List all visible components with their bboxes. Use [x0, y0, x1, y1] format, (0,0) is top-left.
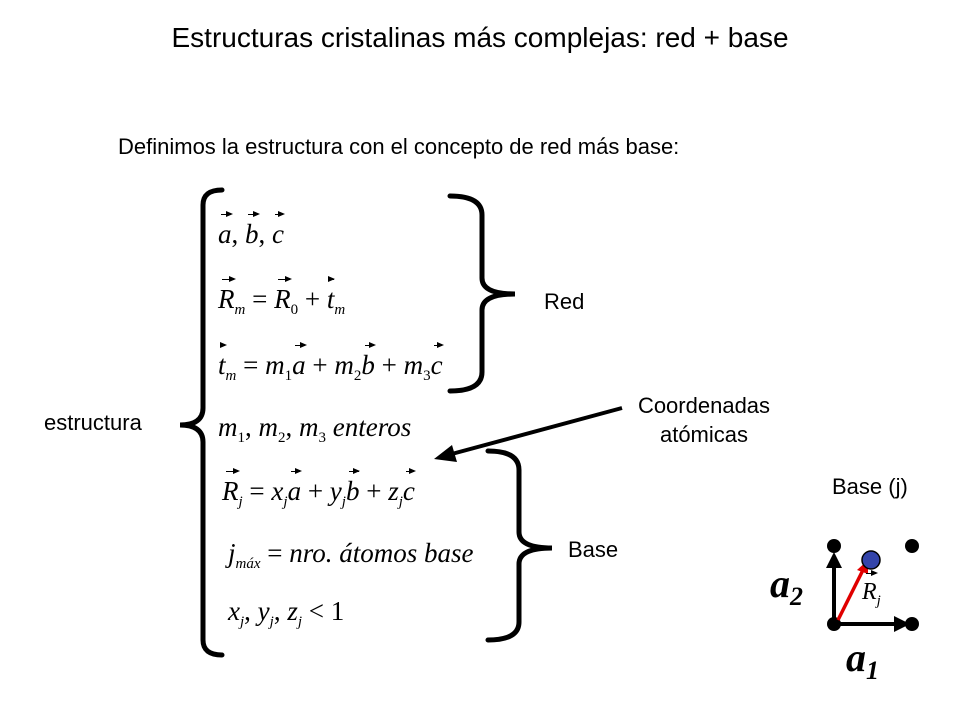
coef-m3: m: [403, 350, 424, 380]
base-bracket: [485, 448, 553, 643]
equation-basis-position: Rj = xja + yjb + zjc: [222, 468, 416, 510]
equation-integers: m1, m2, m3 enteros: [218, 412, 412, 446]
vec-R-j: R: [222, 468, 239, 506]
lattice-point-top-right: [905, 539, 919, 553]
a1-sub: 1: [866, 656, 879, 685]
text-enteros: enteros: [332, 412, 412, 442]
vec-R-0: R: [274, 276, 292, 314]
sub-j: j: [238, 494, 243, 510]
less-than: <: [308, 596, 324, 626]
value-one: 1: [330, 596, 345, 626]
label-coordenadas: Coordenadas atómicas: [604, 392, 804, 449]
coef-z: z: [388, 476, 399, 506]
sub-m-t: m: [334, 302, 346, 318]
red-bracket: [447, 193, 516, 394]
label-base-j: Base (j): [832, 474, 908, 499]
sub-0: 0: [290, 302, 299, 318]
label-base: Base: [568, 537, 619, 562]
coef-y: y: [329, 476, 342, 506]
sub-1: 1: [284, 368, 293, 384]
equation-jmax: jmáx = nro. átomos base: [228, 538, 474, 572]
sub-y: j: [269, 614, 274, 630]
sub-z: j: [297, 614, 302, 630]
lattice-point-top-left: [827, 539, 841, 553]
var-x: x: [228, 596, 240, 626]
vec-a-eq5: a: [287, 468, 302, 506]
base-atom: [861, 550, 881, 570]
sub-2: 2: [353, 368, 362, 384]
coef-m1: m: [265, 350, 285, 380]
slide-title: Estructuras cristalinas más complejas: r…: [171, 22, 789, 53]
sub-m: m: [234, 302, 246, 318]
label-a2: a2: [770, 560, 803, 612]
equation-coordinate-bounds: xj, yj, zj < 1: [228, 596, 345, 630]
equation-lattice-point: Rm = R0 + tm: [218, 276, 346, 318]
a2-arrow-head: [826, 552, 842, 568]
sub-yj: j: [341, 494, 346, 510]
var-z: z: [287, 596, 298, 626]
sub-x: j: [239, 614, 245, 630]
coordenadas-arrow-line: [447, 406, 623, 457]
vec-R-j-diagram: R: [862, 570, 878, 605]
sub-1-eq4: 1: [237, 430, 246, 446]
text-nro-atomos: nro. átomos base: [289, 538, 474, 568]
label-red: Red: [544, 289, 585, 314]
coordenadas-arrow-head: [434, 445, 457, 462]
int-m3: m: [299, 412, 319, 442]
int-m1: m: [218, 412, 238, 442]
lattice-point-bottom-right: [905, 617, 919, 631]
rj-arrow-line: [836, 569, 865, 621]
sub-3-eq4: 3: [318, 430, 327, 446]
label-coordenadas-line1: Coordenadas: [637, 393, 771, 418]
j: j: [228, 538, 236, 568]
sub-2-eq4: 2: [278, 430, 286, 446]
lattice-point-origin: [827, 617, 841, 631]
vec-R-m: R: [218, 276, 235, 314]
coef-m2: m: [334, 350, 354, 380]
a1-letter: a: [846, 635, 866, 680]
vec-b: b: [245, 211, 259, 249]
vec-c-eq3: c: [430, 342, 444, 380]
slide-subtitle: Definimos la estructura con el concepto …: [118, 134, 680, 159]
coef-x: x: [271, 476, 284, 506]
int-m2: m: [258, 412, 279, 442]
label-estructura: estructura: [44, 410, 142, 435]
estructura-bracket: [179, 187, 225, 658]
vec-a-eq3: a: [292, 342, 307, 380]
sub-3: 3: [423, 368, 431, 384]
sub-j-diagram: j: [876, 593, 881, 609]
sub-m-lhs: m: [225, 368, 237, 384]
vec-c: c: [272, 211, 285, 249]
vec-b-eq3: b: [361, 342, 376, 380]
a1-arrow-head: [894, 616, 910, 632]
vec-a: a: [218, 211, 232, 249]
sub-max: máx: [235, 556, 261, 572]
a2-letter: a: [770, 561, 790, 606]
label-Rj: Rj: [862, 570, 881, 609]
vec-c-eq5: c: [402, 468, 416, 506]
sub-xj: j: [283, 494, 288, 510]
vec-t-m: t: [326, 276, 335, 314]
a2-sub: 2: [790, 582, 803, 611]
label-coordenadas-line2: atómicas: [659, 421, 749, 447]
sub-zj: j: [398, 494, 403, 510]
label-a1: a1: [846, 634, 879, 686]
vec-t-m-lhs: t: [218, 342, 227, 380]
var-y: y: [257, 596, 270, 626]
vec-b-eq5: b: [345, 468, 360, 506]
equation-lattice-vectors: a, b, c: [218, 211, 285, 249]
equation-translation-vector: tm = m1a + m2b + m3c: [218, 342, 444, 384]
